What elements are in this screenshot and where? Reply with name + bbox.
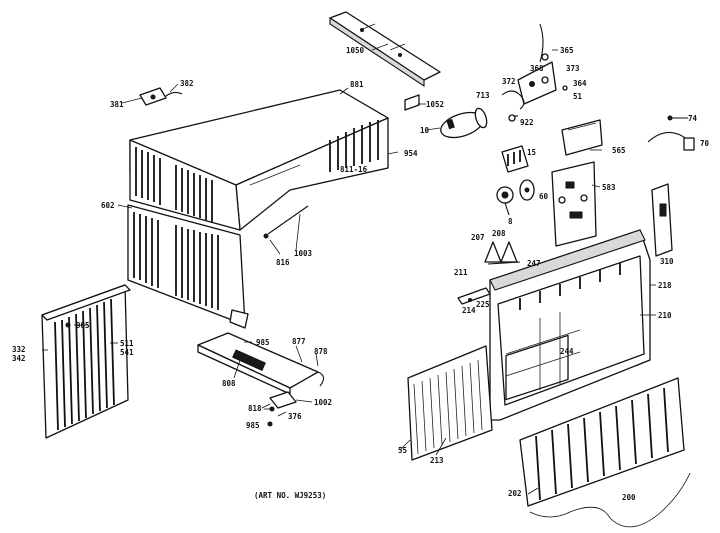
fan-motor-knob <box>496 179 535 216</box>
label-10: 10 <box>420 126 430 135</box>
label-565: 565 <box>612 146 626 155</box>
label-922: 922 <box>520 118 534 127</box>
small-bracket <box>404 94 420 111</box>
label-214b: 244 <box>560 347 574 356</box>
fastener-cluster <box>264 391 297 427</box>
control-panel-board <box>551 161 597 247</box>
label-211: 211 <box>454 268 468 277</box>
label-511: 511 <box>120 339 134 348</box>
cabinet-wrapper <box>129 89 389 231</box>
label-985-a: 985 <box>76 321 90 330</box>
art-number-caption: (ART NO. WJ9253) <box>254 491 326 500</box>
label-368: 368 <box>530 64 544 73</box>
label-985-c: 985 <box>246 421 260 430</box>
label-202: 202 <box>508 489 522 498</box>
label-213: 213 <box>430 456 444 465</box>
label-364: 364 <box>573 79 587 88</box>
label-15: 15 <box>527 148 536 157</box>
label-210: 210 <box>658 311 672 320</box>
thermostat-bulb <box>667 115 688 121</box>
label-225: 225 <box>476 300 490 309</box>
label-332: 332 <box>12 345 26 354</box>
label-985-b: 985 <box>256 338 270 347</box>
mounting-clip <box>139 87 183 106</box>
label-60: 60 <box>539 192 549 201</box>
label-1050: 1050 <box>346 46 365 55</box>
label-877: 877 <box>292 337 306 346</box>
label-1002: 1002 <box>314 398 332 407</box>
label-878: 878 <box>314 347 328 356</box>
label-808: 808 <box>222 379 236 388</box>
label-55: 55 <box>398 446 407 455</box>
slide-rail <box>457 287 491 305</box>
label-382: 382 <box>180 79 194 88</box>
label-583: 583 <box>602 183 616 192</box>
air-filter <box>407 345 493 461</box>
label-74: 74 <box>688 114 698 123</box>
label-811: 811-16 <box>340 165 368 174</box>
label-541: 541 <box>120 348 134 357</box>
label-376: 376 <box>288 412 302 421</box>
label-8: 8 <box>508 217 513 226</box>
label-881: 881 <box>350 80 364 89</box>
damper-assembly <box>484 241 521 265</box>
label-207: 207 <box>471 233 485 242</box>
label-373: 373 <box>566 64 580 73</box>
label-713: 713 <box>476 91 490 100</box>
label-51: 51 <box>573 92 583 101</box>
label-381: 381 <box>110 100 124 109</box>
label-214a: 214 <box>462 306 476 315</box>
label-342: 342 <box>12 354 26 363</box>
relay-block <box>501 145 529 173</box>
label-365: 365 <box>560 46 574 55</box>
label-208: 208 <box>492 229 506 238</box>
label-218: 218 <box>658 281 672 290</box>
power-cord <box>647 131 695 151</box>
cover-plate <box>561 119 603 156</box>
label-1003: 1003 <box>294 249 313 258</box>
label-70: 70 <box>700 139 710 148</box>
label-818: 818 <box>248 404 262 413</box>
part-labels: 381 382 1050 881 1052 365 368 373 372 36… <box>12 46 710 502</box>
louver-front-panel <box>519 377 685 507</box>
label-1052: 1052 <box>426 100 444 109</box>
right-side-strip <box>651 183 673 257</box>
leader-lines <box>42 43 656 495</box>
capacitor <box>440 107 488 139</box>
control-switch-assembly <box>501 23 568 122</box>
front-grille-assembly <box>489 229 651 421</box>
label-200: 200 <box>622 493 636 502</box>
left-side-panel <box>41 284 131 439</box>
top-rail-bracket <box>329 11 441 88</box>
support-rod <box>263 205 309 239</box>
label-247: 247 <box>527 259 541 268</box>
label-954: 954 <box>404 149 418 158</box>
label-816: 816 <box>276 258 290 267</box>
label-602: 602 <box>101 201 115 210</box>
group-bracket-200 <box>529 472 691 528</box>
label-310: 310 <box>660 257 674 266</box>
side-panel-lower <box>127 204 249 329</box>
label-372: 372 <box>502 77 516 86</box>
base-tray <box>197 332 325 395</box>
